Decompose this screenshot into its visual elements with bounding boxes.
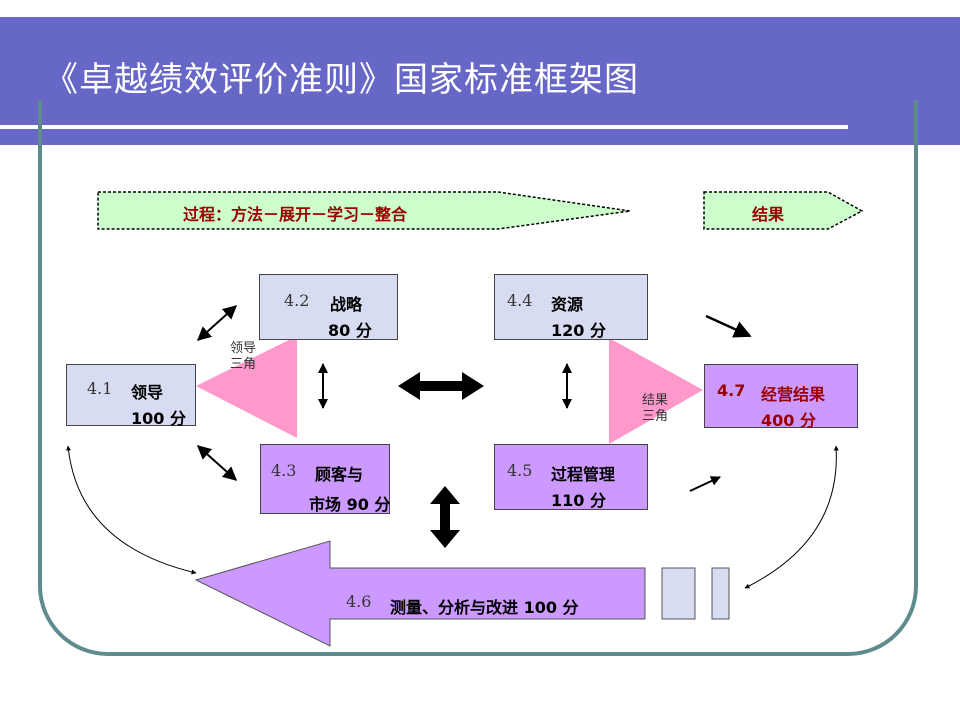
box-process-number: 4.5 — [507, 461, 533, 480]
arrow-lead-customer — [196, 445, 238, 481]
box-resources: 4.4 资源 120 分 — [494, 274, 648, 340]
box-process-management: 4.5 过程管理 110 分 — [494, 444, 648, 510]
curve-result-measure — [744, 445, 839, 589]
box-results-score: 400 分 — [761, 411, 816, 430]
result-triangle-line1: 结果 — [642, 393, 669, 408]
box-resources-label: 资源 — [551, 295, 584, 314]
title-band — [0, 17, 960, 145]
box-resources-score: 120 分 — [551, 321, 606, 340]
title-underline — [0, 125, 848, 129]
arrow-center-vertical — [430, 486, 460, 548]
box-results-number: 4.7 — [717, 381, 746, 400]
measurement-label: 测量、分析与改进 100 分 — [390, 598, 579, 617]
arrow-to-result-top — [705, 314, 752, 338]
measurement-number: 4.6 — [346, 592, 372, 611]
box-strategy-number: 4.2 — [284, 291, 310, 310]
box-leadership-label: 领导 — [131, 383, 164, 402]
result-banner-label: 结果 — [752, 205, 785, 224]
box-resources-number: 4.4 — [507, 291, 533, 310]
leadership-triangle-line2: 三角 — [230, 357, 257, 372]
arrow-lead-strategy — [196, 305, 238, 341]
box-business-results: 4.7 经营结果 400 分 — [704, 364, 858, 430]
box-process-label: 过程管理 — [551, 465, 616, 484]
box-strategy-score: 80 分 — [328, 321, 372, 340]
process-banner — [97, 191, 631, 230]
box-process-score: 110 分 — [551, 491, 606, 510]
page-title: 《卓越绩效评价准则》国家标准框架图 — [44, 60, 639, 100]
box-customer-market: 4.3 顾客与 市场 90 分 — [260, 444, 390, 514]
small-box-2 — [711, 567, 730, 620]
arrow-center-horizontal — [398, 372, 484, 400]
arrow-to-result-bottom — [689, 476, 721, 492]
leadership-triangle-label: 领导 三角 — [230, 341, 256, 373]
leadership-triangle — [196, 336, 297, 438]
process-banner-label: 过程：方法－展开－学习－整合 — [183, 205, 408, 224]
box-strategy-label: 战略 — [330, 295, 363, 314]
measurement-arrow — [194, 540, 646, 647]
diagram-frame — [38, 100, 918, 656]
small-box-1 — [661, 567, 696, 620]
box-customer-label: 顾客与 — [315, 465, 364, 484]
box-leadership: 4.1 领导 100 分 — [66, 364, 196, 428]
box-strategy: 4.2 战略 80 分 — [259, 274, 398, 340]
box-customer-score: 市场 90 分 — [309, 495, 391, 514]
result-triangle-label: 结果 三角 — [642, 393, 668, 425]
box-results-label: 经营结果 — [761, 385, 826, 404]
result-triangle-line2: 三角 — [642, 409, 669, 424]
result-banner — [703, 191, 864, 230]
box-leadership-number: 4.1 — [87, 379, 113, 398]
curve-lead-measure — [65, 445, 197, 575]
result-triangle — [609, 338, 703, 444]
box-leadership-score: 100 分 — [131, 409, 186, 428]
leadership-triangle-line1: 领导 — [230, 341, 257, 356]
box-customer-number: 4.3 — [271, 461, 297, 480]
